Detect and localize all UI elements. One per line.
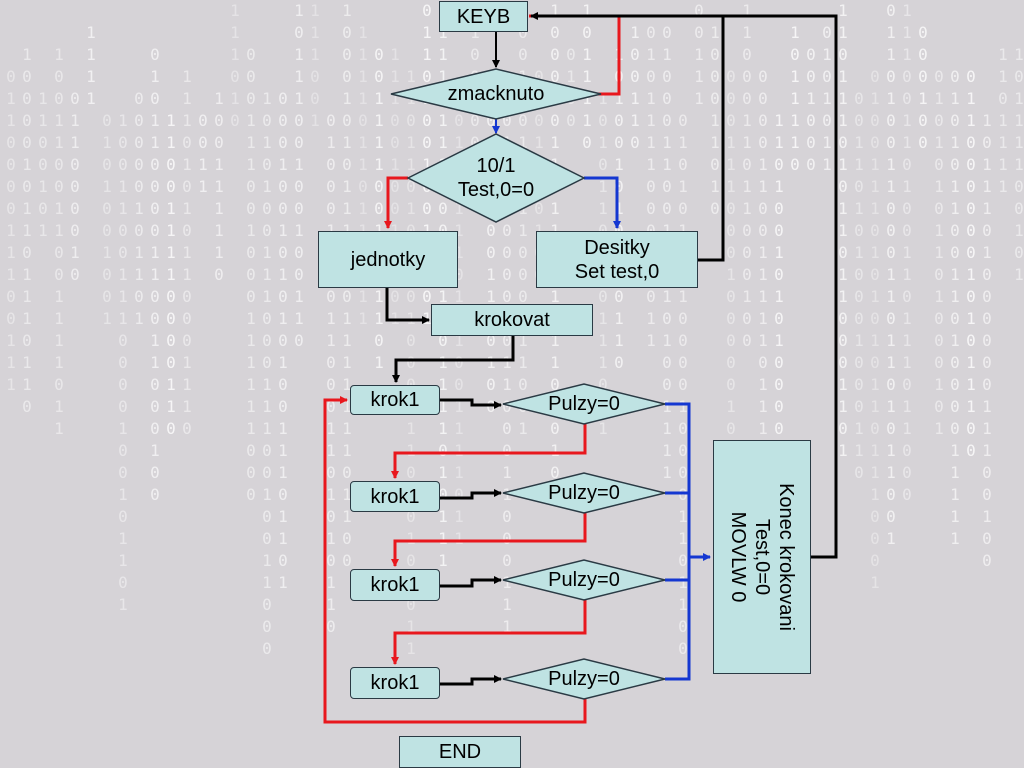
binary-rain-column: 0 1 0 1 0 1 1 0 0 1 1 0 1 0 0 0 0 1 1 1 …	[950, 67, 960, 548]
decision-10-1-shape	[406, 133, 586, 223]
binary-rain-column: 1 1 1 0 0 1	[310, 1, 320, 130]
flow-pulzy-a-no	[391, 422, 587, 479]
node-krok1-b-label: krok1	[370, 485, 420, 508]
node-konec: Konec krokovani Test,0=0 MOVLW 0	[713, 440, 811, 674]
node-krok1-d: krok1	[350, 667, 440, 699]
node-krokovat: krokovat	[431, 304, 593, 336]
binary-rain-column: 1 1 1 0 1 0 1 0 1 1 0 0 0 1 1 1 0	[182, 67, 192, 438]
flow-pulzy-a-yes	[665, 402, 691, 681]
binary-rain-column: 1 0 0 0 0 1 0 1 1 0 1 1 1 0 1 1 0	[22, 45, 32, 416]
binary-rain-column: 1 1 1 0 1 0	[230, 1, 240, 130]
decision-zmacknuto-label: zmacknuto	[447, 83, 545, 105]
binary-rain-column: 1 1 1 1	[86, 23, 96, 108]
flow-krok1-a-to-pulzy	[440, 398, 502, 409]
binary-rain-column: 1 1 0 0 1 1 1 1 0 0 0 0 1 1 0	[166, 111, 176, 438]
node-krok1-c: krok1	[350, 569, 440, 601]
binary-rain-column: 1 1 0 0 0 1 1 0 1 1 0 0 0 1 0 0	[742, 1, 752, 350]
node-desitky: Desitky Set test,0	[536, 231, 698, 288]
node-desitky-label: Desitky Set test,0	[574, 236, 660, 283]
node-end-label: END	[438, 741, 482, 763]
binary-rain-column: 1 0 1 0 1 0 0 1 1 1 0 0 0 1 1 1 0 0 1 0 …	[262, 89, 272, 658]
binary-rain-column: 1 0 1 1 1 0 1 0 0 0 0 0 0 1 1 1 0 0 1 0 …	[982, 111, 992, 570]
binary-rain-column: 1 0 1 1 1 1 0	[582, 1, 592, 152]
binary-rain-column: 0 0 0 1 0 0 1 0 1 0 1 0 1 0 0 1 1 1 0 1 …	[278, 89, 288, 592]
decision-zmacknuto-shape	[390, 68, 602, 120]
flow-pulzy-c-no	[391, 598, 587, 665]
decision-pulzy-a-shape	[502, 383, 666, 425]
node-krok1-a-label: krok1	[370, 389, 420, 411]
binary-rain-column: 1 1 0 1 1 1 1	[998, 45, 1008, 196]
flow-konec-to-keyb	[723, 14, 838, 559]
binary-rain-column: 0 0 0 0 0 1 0 1 1 0 1	[134, 89, 144, 328]
flow-jednotky-to-krokovat	[385, 288, 430, 324]
node-jednotky: jednotky	[318, 231, 458, 288]
binary-rain-column: 0 0 0 1 1 1 0 0 1 0 0 0 1 1 1 1 1 1 0 0 …	[246, 45, 256, 504]
decision-pulzy-d-label: Pulzy=0	[548, 668, 620, 690]
binary-rain-column: 0 0 1 1	[198, 111, 208, 196]
flow-krok1-b-to-pulzy	[440, 489, 502, 500]
decision-pulzy-d-shape	[502, 658, 666, 700]
binary-rain-column: 1 0 1 1 1 0 0 1 0 0 1 0 0 1 1 0	[294, 1, 304, 350]
binary-rain-column: 0 1 1 0 0 0 0 1 1 1 0 0 1 1 1	[6, 67, 16, 394]
node-jednotky-label: jednotky	[350, 248, 426, 271]
binary-rain-column: 1 0 1 1 1 1 0	[790, 23, 800, 174]
binary-rain-column: 1 1 1 0 0 1 1 0 1 0 0 1 1 0 1 1 1 0 1 1 …	[902, 1, 912, 504]
node-krok1-a: krok1	[350, 385, 440, 415]
flow-pulzy-d-no-loop	[323, 396, 587, 724]
flow-pulzy-b-no	[391, 512, 587, 567]
binary-rain-column: 1 0 0 0 1 1 0 1 0	[710, 23, 720, 218]
flow-decision-to-jednotky	[384, 176, 408, 229]
node-keyb-label: KEYB	[456, 5, 511, 28]
decision-pulzy-b-shape	[502, 472, 666, 514]
flow-decision-to-desitky	[584, 176, 621, 229]
binary-rain-column: 0 0 1 1 1	[694, 1, 704, 108]
binary-rain-column: 1 0 0 1 1 1 1 1 0	[214, 89, 224, 284]
decision-pulzy-c-label: Pulzy=0	[548, 569, 620, 591]
flow-krokovat-to-krok1	[392, 336, 515, 383]
binary-rain-column: 0 1 0 1 1 0 0 0 0 1 1 0 0 1 1 0 0 0 1 0 …	[150, 45, 160, 504]
flow-desitky-to-keyb	[530, 12, 725, 262]
binary-rain-column: 0 1 1 0 0 0 0 0 0 1 0 1 0 1 1 1 0 0	[966, 67, 976, 460]
flow-krok1-d-to-pulzy	[440, 675, 502, 686]
binary-rain-column: 1 0 0 1 1 0 0 1 1 0 0 1 1 1 1 0 1 1	[54, 45, 64, 438]
binary-rain-column: 0 0 1 0 0 0	[806, 45, 816, 174]
node-end: END	[399, 736, 521, 768]
decision-pulzy-c-shape	[502, 559, 666, 601]
node-krok1-b: krok1	[350, 481, 440, 512]
node-konec-label: Konec krokovani Test,0=0 MOVLW 0	[727, 483, 797, 631]
binary-rain-column: 1 0 0 1 1 0 0 1 1 1 0 0 0 0 1 0 0 1 0 1 …	[118, 111, 128, 614]
binary-rain-column: 0 1 0 0 1 1 1 0 1 0 1 0 1 0 1 1 0 1 1 1 …	[870, 67, 880, 592]
binary-rain-column: 1 0 1 1 1 1 0 0 1 0 1	[1014, 45, 1024, 284]
binary-rain-column: 0 0 1 1 0 1 0 1 0 0 0 1 0 0 0 1 1 0	[854, 89, 864, 482]
binary-rain-column: 1 1 0 1 1 1 0 1 0 1 1 0 1 1 0 0 0 1 1 0 …	[838, 1, 848, 460]
binary-rain-column: 1 1 0 0 1 0 1	[38, 89, 48, 240]
decision-pulzy-a-label: Pulzy=0	[548, 393, 620, 415]
binary-rain-column: 0 1 1 0 0 0 0 1 0	[70, 89, 80, 284]
node-krok1-c-label: krok1	[370, 574, 420, 596]
node-krokovat-label: krokovat	[474, 309, 550, 331]
flow-krok1-c-to-pulzy	[440, 576, 502, 588]
binary-rain-column: 0 0 0 1 0 0	[918, 23, 928, 152]
binary-rain-column: 0 1 0 1 0 1 0 1 1 0 1 0 0 0 1 0 1	[934, 67, 944, 438]
binary-rain-column: 0 1 1 0 1 0 0 1 1 0 0 0 1 1 0 1 1 0 1 0 …	[886, 1, 896, 548]
node-keyb: KEYB	[439, 1, 528, 32]
binary-rain-column: 0 1 0 1 0 0 1 0 0 1	[102, 111, 112, 328]
decision-pulzy-b-label: Pulzy=0	[548, 482, 620, 504]
node-krok1-d-label: krok1	[370, 672, 420, 694]
binary-rain-column: 0 1 0 1 0 1 1	[822, 23, 832, 174]
binary-rain-column: 1 0 0 1 1 0	[630, 23, 640, 152]
decision-10-1-label: 10/1 Test,0=0	[457, 155, 535, 201]
